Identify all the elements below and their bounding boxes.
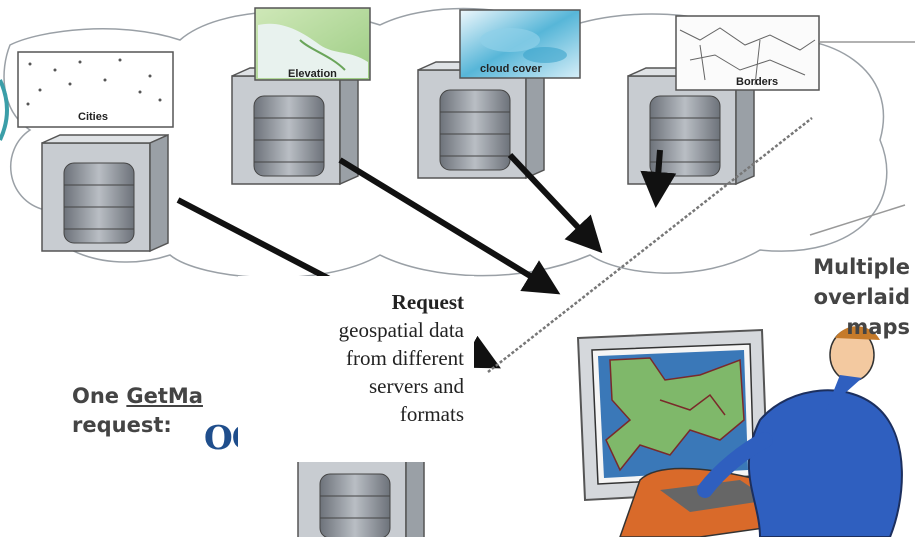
- map-elevation: Elevation: [254, 7, 371, 81]
- left-accent: [0, 79, 9, 141]
- overlay-title: Request: [391, 290, 464, 314]
- server-bottom: [297, 448, 425, 537]
- overlay-line-3: servers and: [368, 374, 464, 398]
- request-word: request:: [72, 413, 172, 437]
- multiple-overlaid-maps-label: Multiple overlaid maps: [782, 252, 910, 342]
- request-url-line: [487, 117, 813, 373]
- getmap-request-label: One GetMa request:: [72, 382, 203, 440]
- overlay-line-1: geospatial data: [338, 318, 464, 342]
- map-borders: Borders: [675, 15, 820, 91]
- monitor: [576, 328, 770, 502]
- arrow-borders: [640, 149, 677, 208]
- map-elevation-label: Elevation: [288, 68, 337, 80]
- multiple-line-2: overlaid: [813, 285, 910, 309]
- server-cloud-cover: [417, 60, 545, 180]
- one-prefix: One: [72, 384, 127, 408]
- map-borders-label: Borders: [736, 76, 778, 88]
- multiple-line-1: Multiple: [813, 255, 910, 279]
- overlay-line-4: formats: [399, 402, 464, 426]
- request-overlay-box: Request geospatial data from different s…: [238, 276, 474, 462]
- server-cities: [41, 133, 169, 253]
- arrow-elevation: [338, 157, 561, 295]
- server-elevation: [231, 66, 359, 186]
- map-cities: Cities: [17, 51, 174, 128]
- arrow-cloud-cover: [507, 152, 603, 254]
- getmap-word: GetMa: [126, 384, 203, 408]
- cloud-tail-line: [809, 204, 906, 236]
- map-cloud-cover-label: cloud cover: [480, 63, 542, 75]
- multiple-line-3: maps: [846, 315, 910, 339]
- overlay-line-2: from different: [346, 346, 464, 370]
- map-cities-label: Cities: [78, 111, 108, 123]
- person-figure: [619, 326, 903, 537]
- map-cloud-cover: cloud cover: [459, 9, 581, 79]
